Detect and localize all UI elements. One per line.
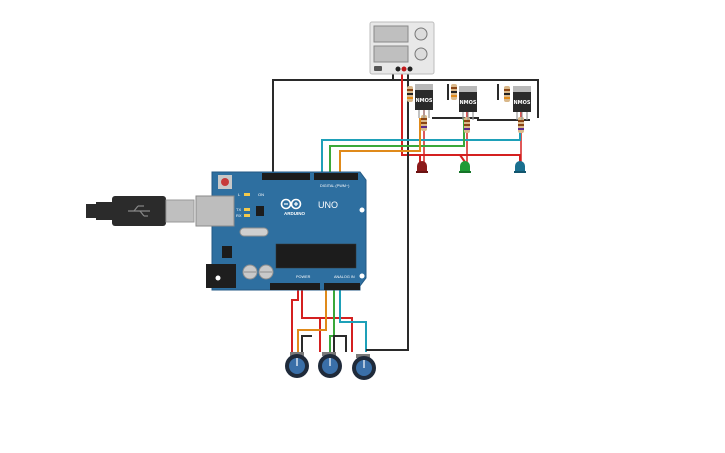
transistor-3[interactable]: NMOS <box>513 86 531 120</box>
leds <box>416 161 526 173</box>
wire-pot-black-links[interactable] <box>301 335 372 352</box>
transistor-label: NMOS <box>459 100 476 106</box>
board-logo-text: ARDUINO <box>284 211 305 216</box>
crystal <box>239 227 269 237</box>
supply-terminal-ground[interactable] <box>407 66 413 72</box>
resistor-gate-1[interactable] <box>407 86 413 102</box>
usb-icon <box>128 205 150 217</box>
wire-vplus-led1[interactable] <box>402 154 421 165</box>
supply-power-switch[interactable] <box>374 66 382 71</box>
digital-header-left <box>262 173 310 180</box>
wire-pot-red-1[interactable] <box>291 288 299 352</box>
usb-cable[interactable] <box>86 196 195 226</box>
resistor-led-2[interactable] <box>464 117 470 133</box>
supply-display-voltage <box>373 25 409 43</box>
power-supply[interactable] <box>369 21 435 75</box>
wire-gate-green[interactable] <box>329 118 465 180</box>
wire-pot-red-2[interactable] <box>301 288 321 352</box>
potentiometers <box>285 352 376 380</box>
wire-gate-orange[interactable] <box>339 118 421 180</box>
board-model: UNO <box>318 200 338 210</box>
wire-ground-pots[interactable] <box>366 68 409 351</box>
board-tx-label: TX <box>236 207 241 212</box>
board-power-header: POWER <box>296 275 311 279</box>
wire-source-link-2[interactable] <box>447 84 499 100</box>
transistor-label: NMOS <box>415 98 432 104</box>
wire-source-link[interactable] <box>432 117 530 121</box>
resistor-gate-3[interactable] <box>504 86 510 102</box>
wire-ground-arduino[interactable] <box>272 70 394 172</box>
resistor-led-1[interactable] <box>421 115 427 131</box>
usb-jack <box>195 195 235 227</box>
supply-knob-current[interactable] <box>414 47 428 61</box>
wire-pot-teal[interactable] <box>339 288 367 352</box>
wire-pot-orange[interactable] <box>297 288 327 352</box>
wire-pot-red-3[interactable] <box>302 317 353 352</box>
usb-plug-metal <box>165 199 195 223</box>
wire-vplus-led2[interactable] <box>459 154 466 163</box>
icsp-header <box>256 206 264 216</box>
led-blue[interactable] <box>514 161 526 173</box>
supply-knob-voltage[interactable] <box>414 27 428 41</box>
power-header-pins <box>270 283 320 290</box>
board-digital-header: DIGITAL (PWM~) <box>320 184 350 188</box>
digital-header-right <box>314 173 358 180</box>
board-l-label: L <box>238 192 241 197</box>
analog-header-pins <box>324 283 360 290</box>
transistors: NMOS NMOS NMOS <box>415 84 531 120</box>
resistors <box>407 84 524 133</box>
supply-terminal-negative[interactable] <box>395 66 401 72</box>
wire-ground-rail[interactable] <box>393 79 539 118</box>
supply-terminal-positive[interactable] <box>401 66 407 72</box>
supply-display-current <box>373 45 409 63</box>
transistor-label: NMOS <box>513 100 530 106</box>
board-on-label: ON <box>258 192 264 197</box>
led-red[interactable] <box>416 161 428 173</box>
dc-jack <box>206 264 236 288</box>
arduino-board[interactable]: L TX RX ON ARDUINO UNO DIGITAL (PWM~) PO… <box>195 171 367 291</box>
board-rx-label: RX <box>236 213 242 218</box>
potentiometer-2[interactable] <box>318 352 342 378</box>
regulator <box>222 246 232 258</box>
resistor-gate-2[interactable] <box>451 84 457 100</box>
resistor-led-3[interactable] <box>518 117 524 133</box>
wire-pot-green[interactable] <box>329 288 335 352</box>
transistor-2[interactable]: NMOS <box>459 86 477 120</box>
potentiometer-3[interactable] <box>352 354 376 380</box>
transistor-1[interactable]: NMOS <box>415 84 433 118</box>
led-green[interactable] <box>459 161 471 173</box>
atmega-chip <box>276 244 356 268</box>
arduino-logo-icon <box>280 198 302 210</box>
potentiometer-1[interactable] <box>285 352 309 378</box>
board-analog-header: ANALOG IN <box>334 275 355 279</box>
